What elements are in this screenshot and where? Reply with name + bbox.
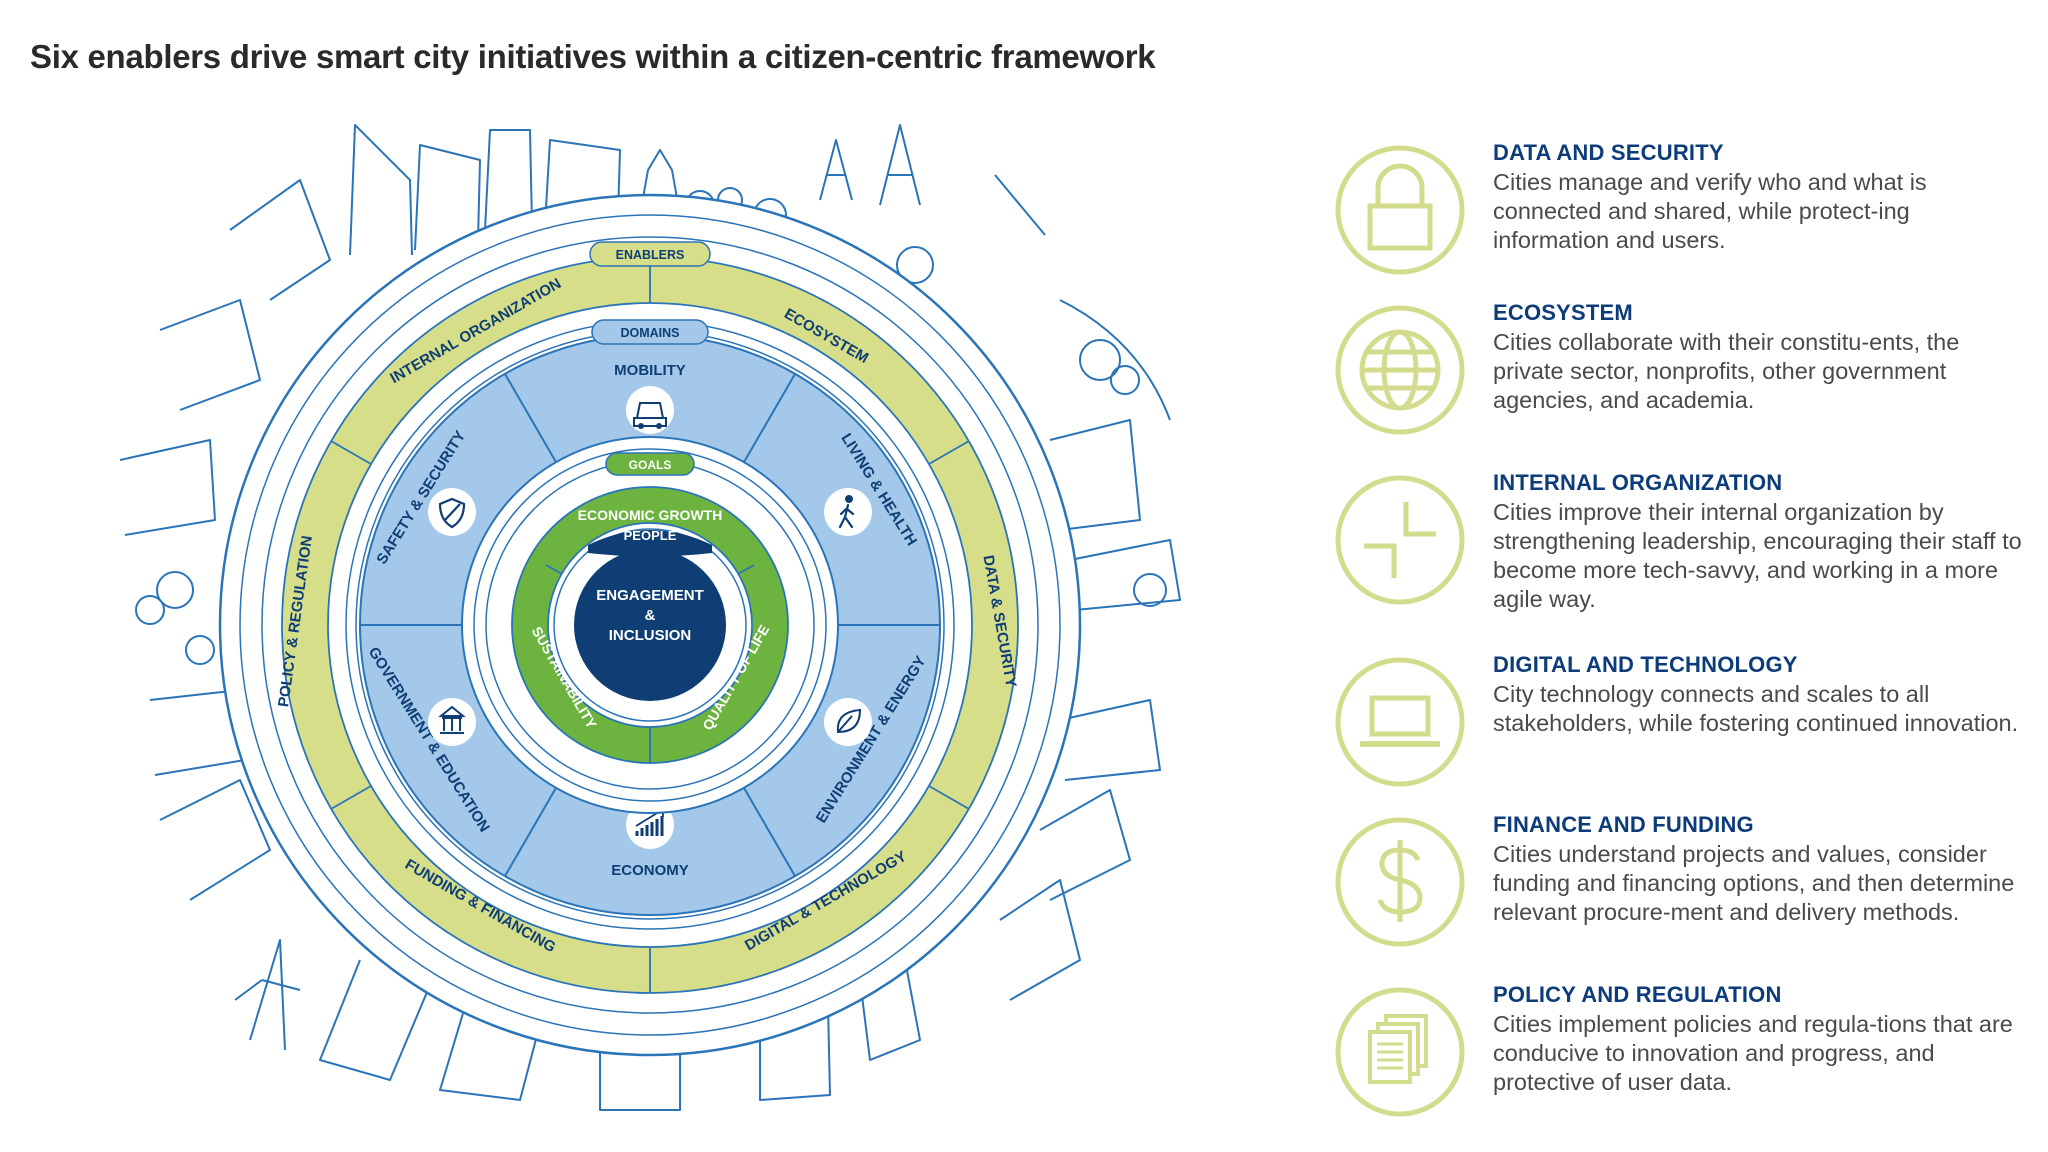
enabler-dividers (330, 257, 970, 993)
walking-person-icon (824, 488, 872, 536)
domain-label-mobility: MOBILITY (614, 362, 686, 379)
enabler-ecosystem: ECOSYSTEM Cities collaborate with their … (1330, 300, 2030, 450)
government-building-icon (428, 698, 476, 746)
goals-pill (605, 452, 695, 476)
center-label-engagement: ENGAGEMENT (596, 587, 704, 604)
dollar-icon (1330, 812, 1470, 952)
enabler-heading: POLICY AND REGULATION (1493, 982, 1782, 1007)
enabler-heading: DIGITAL AND TECHNOLOGY (1493, 652, 1798, 677)
enablers-pill-label: ENABLERS (616, 248, 685, 262)
domain-label-economy: ECONOMY (611, 862, 689, 879)
domains-pill (591, 319, 709, 345)
enabler-description: Cities understand projects and values, c… (1493, 841, 2015, 925)
engagement-inclusion-center (574, 549, 726, 701)
documents-icon (1330, 982, 1470, 1122)
enabler-description: City technology connects and scales to a… (1493, 681, 2019, 736)
enabler-internal-organization: INTERNAL ORGANIZATION Cities improve the… (1330, 470, 2030, 620)
padlock-icon (1330, 140, 1470, 280)
enabler-heading: DATA AND SECURITY (1493, 140, 1724, 165)
leaf-icon (824, 698, 872, 746)
enabler-finance-and-funding: FINANCE AND FUNDING Cities understand pr… (1330, 812, 2030, 962)
page-title: Six enablers drive smart city initiative… (30, 38, 1156, 75)
domain-dividers (360, 373, 940, 877)
center-label-ampersand: & (645, 607, 656, 624)
enabler-data-and-security: DATA AND SECURITY Cities manage and veri… (1330, 140, 2030, 290)
smart-city-framework-diagram: INTERNAL ORGANIZATION ECOSYSTEM DATA & S… (119, 124, 1181, 1111)
people-label: PEOPLE (624, 528, 677, 543)
globe-icon (1330, 300, 1470, 440)
shield-icon (428, 488, 476, 536)
domains-pill-label: DOMAINS (620, 326, 679, 340)
people-banner (588, 530, 712, 557)
car-icon (626, 386, 674, 434)
enabler-heading: FINANCE AND FUNDING (1493, 812, 1754, 837)
enabler-description: Cities collaborate with their constitu-e… (1493, 329, 1960, 413)
enabler-description: Cities manage and verify who and what is… (1493, 169, 1927, 253)
enabler-description: Cities improve their internal organizati… (1493, 499, 2022, 612)
enabler-description: Cities implement policies and regula-tio… (1493, 1011, 2013, 1095)
goal-label-economic-growth: ECONOMIC GROWTH (578, 507, 723, 523)
internal-organization-icon (1330, 470, 1470, 610)
enabler-heading: ECOSYSTEM (1493, 300, 1633, 325)
enablers-pill (589, 241, 711, 267)
enabler-heading: INTERNAL ORGANIZATION (1493, 470, 1783, 495)
enabler-digital-and-technology: DIGITAL AND TECHNOLOGY City technology c… (1330, 652, 2030, 802)
enabler-policy-and-regulation: POLICY AND REGULATION Cities implement p… (1330, 982, 2030, 1132)
goals-dividers (545, 564, 755, 763)
center-label-inclusion: INCLUSION (609, 627, 692, 644)
goals-pill-label: GOALS (629, 458, 672, 472)
laptop-icon (1330, 652, 1470, 792)
